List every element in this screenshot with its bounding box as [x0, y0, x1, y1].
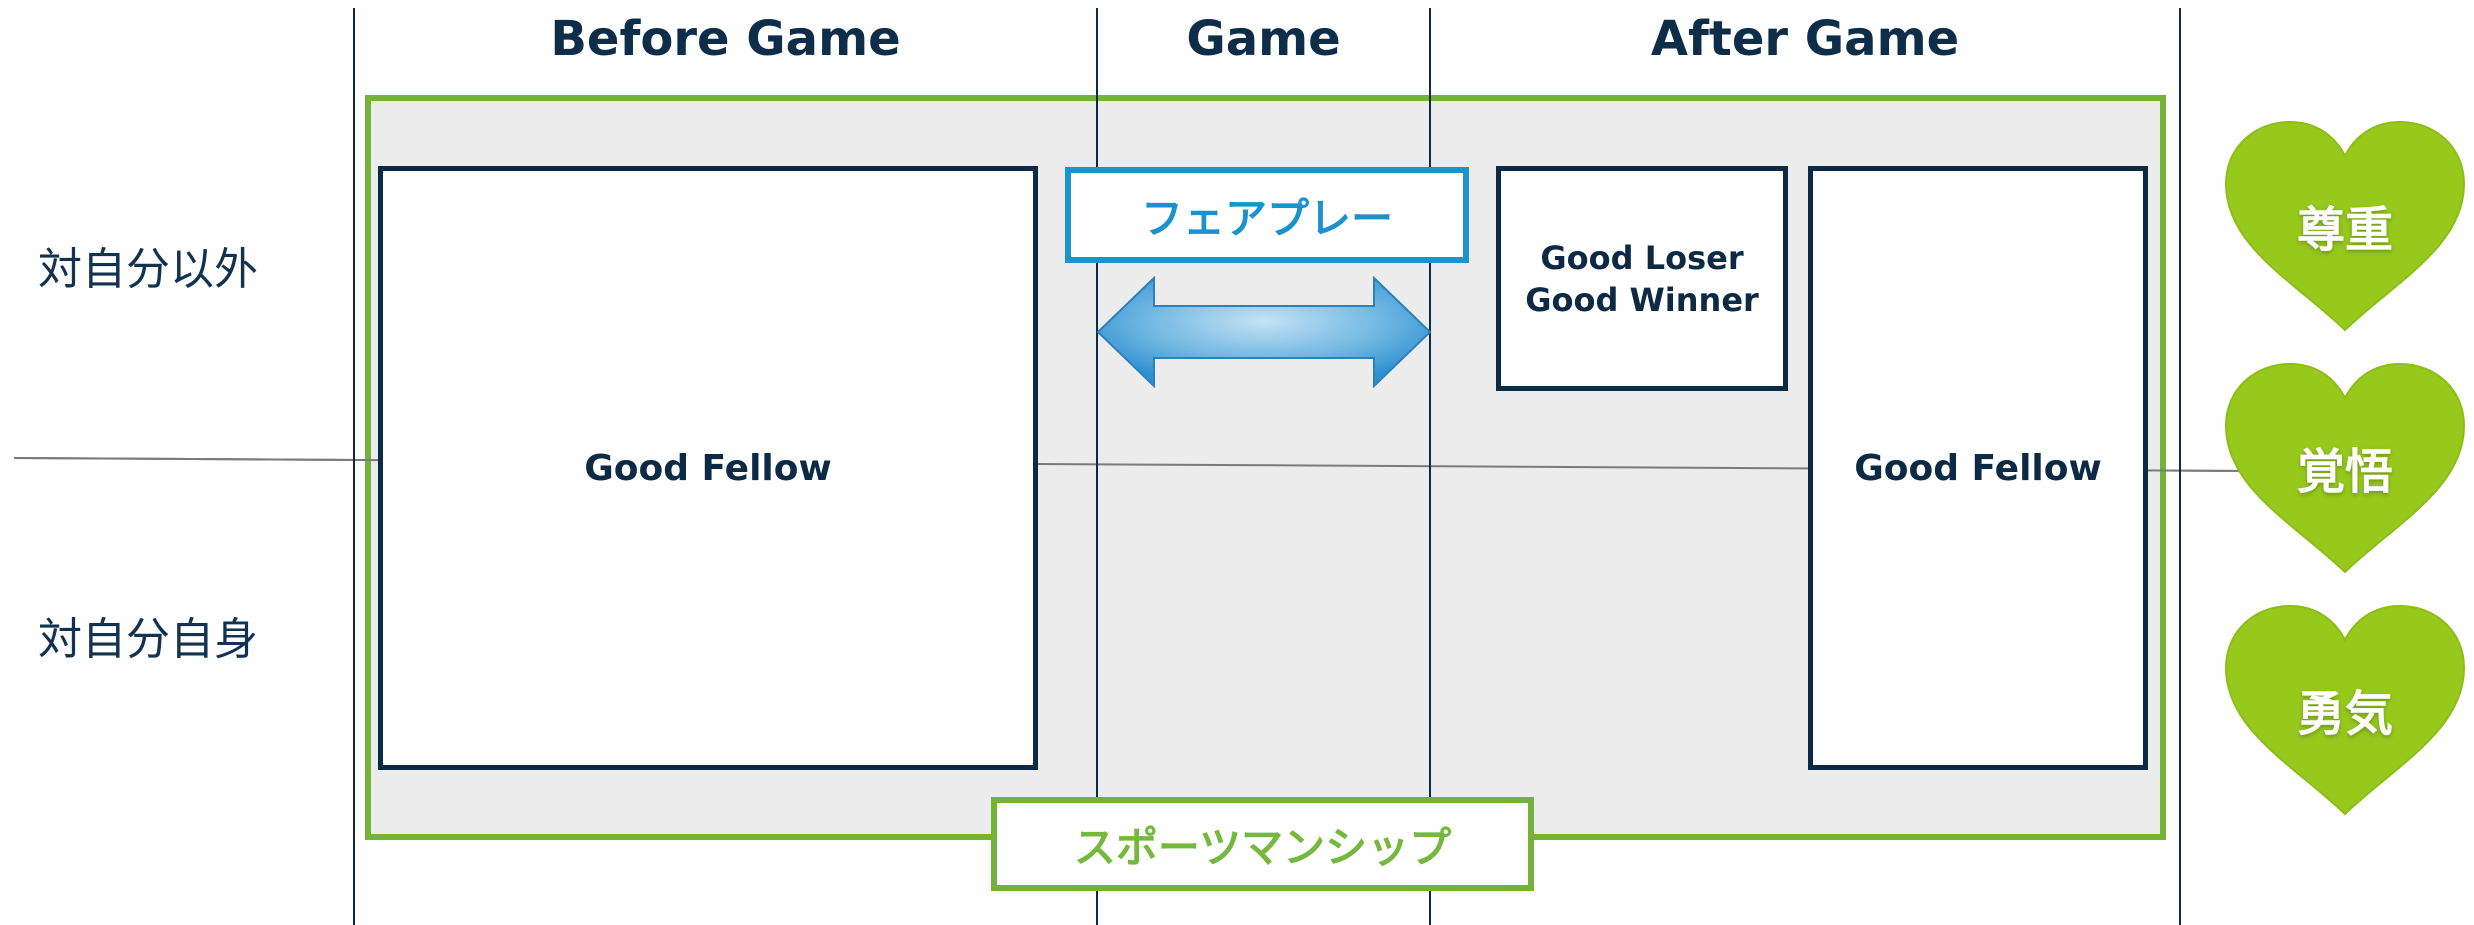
- heart-label-courage: 勇気: [2296, 686, 2393, 742]
- heart-icon-resolve: [2224, 362, 2466, 574]
- good-fellow-box-right: Good Fellow: [1808, 166, 2148, 770]
- column-divider-3: [1429, 8, 1431, 925]
- heart-label-respect: 尊重: [2296, 202, 2393, 258]
- column-header-before-game: Before Game: [550, 11, 901, 67]
- column-divider-1: [353, 8, 355, 925]
- good-fellow-box-left: Good Fellow: [378, 166, 1038, 770]
- row-label-self: 対自分自身: [38, 614, 258, 665]
- sportsmanship-box: スポーツマンシップ: [991, 797, 1534, 891]
- good-winner-label: Good Winner: [1525, 280, 1759, 319]
- heart-label-resolve: 覚悟: [2296, 444, 2393, 500]
- column-header-game: Game: [1186, 11, 1341, 67]
- column-divider-2: [1096, 8, 1098, 925]
- fairplay-label: フェアプレー: [1140, 193, 1393, 243]
- good-fellow-label-left: Good Fellow: [584, 447, 832, 489]
- heart-icon-courage: [2224, 604, 2466, 816]
- column-header-after-game: After Game: [1650, 11, 1960, 67]
- heart-icon-respect: [2224, 120, 2466, 332]
- good-fellow-label-right: Good Fellow: [1854, 447, 2102, 489]
- sportsmanship-label: スポーツマンシップ: [1073, 822, 1452, 872]
- column-divider-4: [2179, 8, 2181, 925]
- double-arrow-icon: [1096, 275, 1432, 389]
- good-loser-label: Good Loser: [1540, 238, 1744, 277]
- row-label-others: 対自分以外: [38, 244, 258, 295]
- fairplay-box: フェアプレー: [1065, 167, 1469, 263]
- good-loser-winner-box: Good Loser Good Winner: [1496, 166, 1788, 391]
